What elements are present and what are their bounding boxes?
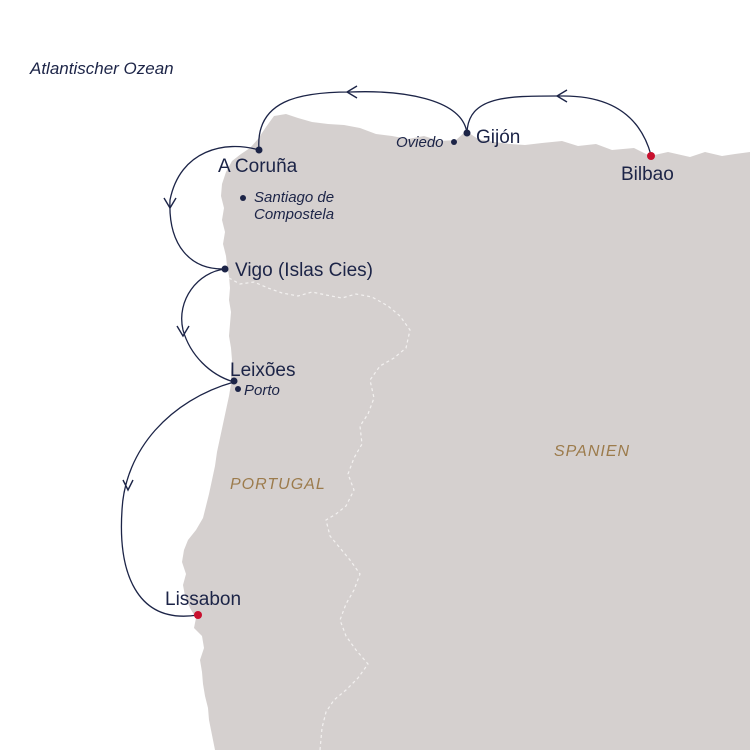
city-label-porto: Porto — [244, 382, 280, 399]
port-label-acoruna: A Coruña — [218, 156, 298, 177]
port-dot-lissabon — [194, 611, 202, 619]
route-arrow-icon — [345, 85, 358, 99]
country-label-spanien: SPANIEN — [554, 443, 630, 460]
route-leg-vigo-leixoes — [181, 268, 235, 383]
port-dot-gijon — [463, 129, 471, 137]
route-leg-gijon-acoruna — [258, 91, 468, 151]
port-dot-bilbao — [647, 152, 655, 160]
port-dot-acoruna — [255, 146, 263, 154]
route-arrow-icon — [122, 479, 134, 492]
port-label-vigo: Vigo (Islas Cies) — [235, 260, 373, 281]
route-leg-acoruna-vigo — [169, 145, 260, 270]
city-dot-porto — [235, 386, 241, 392]
city-label-oviedo: Oviedo — [396, 134, 444, 151]
border-portugal-spain — [228, 277, 411, 750]
route-arrow-icon — [163, 197, 177, 210]
port-dot-vigo — [221, 265, 229, 273]
city-dot-santiago — [240, 195, 246, 201]
route — [120, 85, 652, 617]
port-label-bilbao: Bilbao — [621, 164, 674, 185]
ocean-label: Atlantischer Ozean — [29, 59, 174, 78]
country-label-portugal: PORTUGAL — [230, 476, 326, 493]
route-arrow-icon — [555, 89, 568, 103]
port-label-lissabon: Lissabon — [165, 589, 241, 610]
port-label-gijon: Gijón — [476, 127, 520, 148]
city-label-santiago-line2: Compostela — [254, 206, 334, 223]
port-label-leixoes: Leixões — [230, 360, 296, 381]
route-leg-bilbao-gijon — [466, 95, 652, 156]
ports — [194, 129, 655, 619]
city-label-santiago-line1: Santiago de — [254, 189, 334, 206]
land-iberia — [182, 114, 750, 750]
route-leg-leixoes-lissabon — [120, 381, 235, 617]
route-arrow-icon — [176, 325, 190, 338]
port-dot-leixoes — [230, 377, 238, 385]
city-dot-oviedo — [451, 139, 457, 145]
